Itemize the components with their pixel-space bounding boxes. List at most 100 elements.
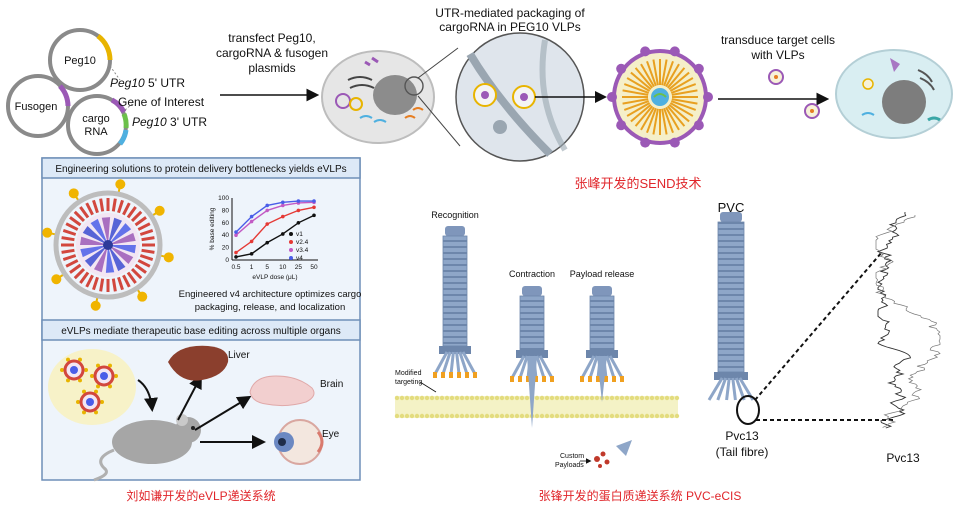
chart-point [234,250,238,255]
lipid-head-top [509,395,515,401]
lipid-head-top [664,395,670,401]
vlp-capsid-spoke [626,77,651,92]
vlp-capsid-spoke [668,71,690,91]
evlp-glycoprotein-head [137,291,148,302]
membrane [394,395,680,419]
modified-targeting-line2: targeting [395,379,422,386]
target-cell [835,49,953,139]
syringe-tail-leg [458,351,469,375]
evlp-cargo-blade [108,245,136,254]
lipid-head-bottom [574,413,580,419]
syringe-sheath [717,221,745,373]
lipid-head-bottom [494,413,500,419]
contraction-label: Contraction [509,269,555,279]
lipid-head-top [659,395,665,401]
pvc13-right-label: Pvc13 [886,451,920,465]
evlp-header-1: Engineering solutions to protein deliver… [55,164,346,175]
syringe-tail-foot [510,376,514,382]
syringe-tail-foot [620,376,624,382]
vlp-capsid-spoke [670,83,697,94]
zoom-inset [417,32,607,162]
vlp-capsid-spoke [630,71,652,91]
syringe-pvc [707,212,755,401]
syringe-tail-leg [734,377,746,401]
chart-point [281,232,285,236]
evlp-gag-spoke [65,222,79,231]
vlp-capsid-spoke [668,103,690,123]
vlp-fusogen [669,46,680,57]
lipid-head-top [619,395,625,401]
evlp-cargo-blade [90,218,108,245]
lipid-head-top [499,395,505,401]
chart-x-tick: 0.5 [231,264,240,271]
lipid-head-bottom [454,413,460,419]
evlp-gag-spoke [111,198,117,212]
engineered-line2: packaging, release, and localization [195,302,346,313]
membrane-core [395,396,678,418]
syringe-tail-leg [535,355,546,379]
vlp-fusogen [616,120,627,131]
evlp-cargo-blade [108,245,134,265]
pvc13-backbone [876,211,912,429]
lipid-head-top [474,395,480,401]
chart-point [249,239,254,244]
lipid-head-bottom [534,413,540,419]
lipid-head-bottom [639,413,645,419]
chart-point [296,221,301,225]
lipid-head-top [579,395,585,401]
released-spike [616,440,632,456]
syringe-baseplate [714,372,748,380]
lipid-head-bottom [614,413,620,419]
evlp-gag-spoke [65,259,79,268]
evlp-glycoprotein-head [90,300,101,311]
chart-series-line-v1 [235,214,315,258]
lipid-head-top [589,395,595,401]
payload-dots [594,451,610,468]
lipid-head-top [674,395,680,401]
brain-illustration [249,375,315,407]
lipid-head-top [569,395,575,401]
lipid-head-top [669,395,675,401]
lipid-head-top [654,395,660,401]
recognition-label: Recognition [431,210,479,220]
evlp-cargo-blade [93,245,108,273]
lipid-head-top [449,395,455,401]
evlp-glycoprotein-head [68,188,79,199]
chart-y-tick: 100 [218,195,229,202]
lipid-head-bottom [499,413,505,419]
lipid-head-bottom [634,413,640,419]
engineered-line1: Engineered v4 architecture optimizes car… [179,289,362,300]
syringe-tail-leg [731,377,737,401]
mini-glycoprotein [84,368,88,372]
send-section: Peg10 Fusogen cargo RNA Peg10 5' UTR Gen… [6,6,953,191]
vlp-capsid-spoke [646,107,657,134]
transfect-line2: cargoRNA & fusogen [216,46,328,60]
chart-legend-label: v4 [296,255,303,262]
chart-x-tick: 50 [310,264,318,271]
lipid-head-bottom [584,413,590,419]
vlp-capsid-spoke [666,67,686,89]
evlp-gag-spoke [61,248,75,254]
lipid-head-bottom [524,413,530,419]
lipid-head-bottom [509,413,515,419]
syringe-tail-foot [612,376,616,382]
vlp-capsid-spoke [640,63,655,88]
syringe-tail-foot [534,376,538,382]
evlp-cargo-blade [80,236,108,245]
chart-point [234,255,238,259]
lipid-head-top [454,395,460,401]
evlp-gag-spoke [73,210,86,223]
evlp-header-2: eVLPs mediate therapeutic base editing a… [61,326,341,337]
lipid-head-bottom [464,413,470,419]
evlp-gag-spoke [134,216,147,227]
vlp-rna [653,93,667,98]
evlp-gag-spoke [111,278,117,292]
evlp-cargo-blade [84,245,108,267]
vlp-capsid-spoke [652,108,659,135]
lipid-head-top [514,395,520,401]
lipid-head-bottom [479,413,485,419]
evlp-gag-spoke [73,267,86,280]
utr-packaging-line1: UTR-mediated packaging of [435,6,585,20]
vlp-capsid-spoke [671,89,698,96]
syringe-baseplate [586,350,618,358]
